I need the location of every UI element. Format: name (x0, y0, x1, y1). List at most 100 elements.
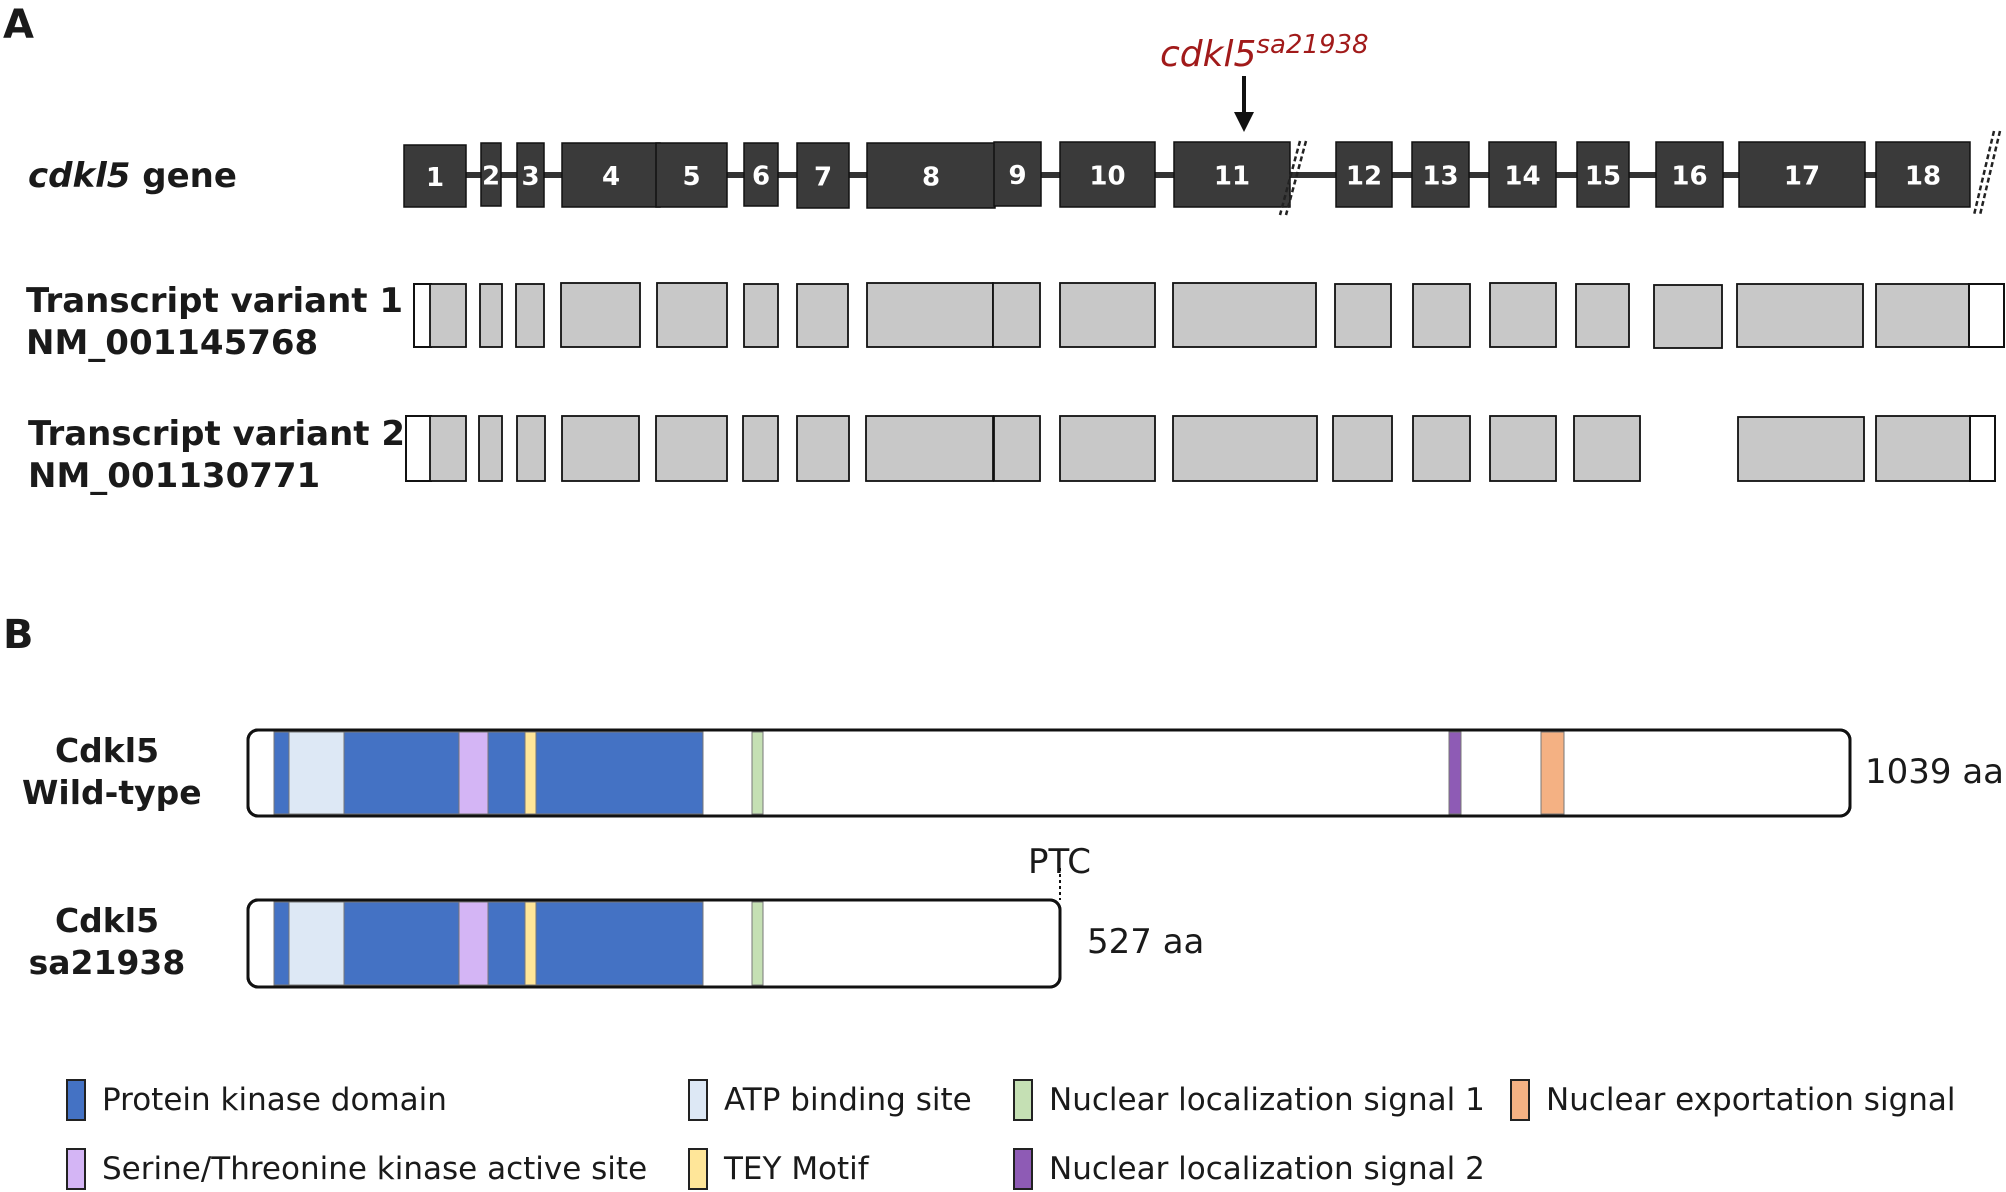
exon-number-12: 12 (1346, 162, 1382, 192)
exon-number-11: 11 (1214, 162, 1250, 192)
legend-label-atp: ATP binding site (724, 1082, 972, 1118)
exon-number-5: 5 (682, 162, 700, 192)
legend-label-nls1: Nuclear localization signal 1 (1049, 1082, 1485, 1118)
tv2-exon-8 (865, 415, 994, 482)
protein-mut-atp-binding-site (288, 901, 345, 986)
legend-label-nes: Nuclear exportation signal (1546, 1082, 1956, 1118)
tv1-exon-10 (1059, 282, 1156, 348)
exon-number-7: 7 (814, 163, 832, 193)
protein-mut-label: Cdkl5 sa21938 (22, 900, 192, 984)
protein-mut-name-2: sa21938 (28, 943, 186, 982)
exon-box-1 (403, 144, 467, 208)
protein-wt-border (246, 728, 1852, 818)
exon-box-17 (1738, 141, 1866, 208)
tv1-exon-14 (1489, 282, 1557, 348)
protein-wt-nes (1540, 731, 1565, 815)
protein-wt-nls1 (751, 731, 764, 815)
break-mark-1 (1278, 140, 1302, 216)
transcript-1-structure (413, 282, 2005, 349)
protein-wt-active-site (458, 731, 489, 815)
tv2-exon-11 (1172, 415, 1318, 482)
exon-number-14: 14 (1504, 162, 1540, 192)
protein-mut-kinase-domain-2 (487, 901, 526, 986)
tv1-exon-16 (1653, 284, 1723, 349)
gene-label-italic: cdkl5 (28, 156, 131, 196)
tv2-exon-2 (478, 415, 503, 482)
exon-box-4 (561, 142, 661, 208)
mutation-gene-name: cdkl5 (1160, 34, 1257, 75)
exon-number-15: 15 (1585, 162, 1621, 192)
exon-box-15 (1576, 141, 1630, 208)
exon-number-3: 3 (521, 162, 539, 192)
legend-label-kinase: Protein kinase domain (102, 1082, 447, 1118)
exon-box-7 (796, 142, 850, 209)
tv2-exon-13 (1412, 415, 1471, 482)
tv2-exon-14 (1489, 415, 1557, 482)
exon-box-8 (866, 142, 996, 209)
tv2-exon-18 (1875, 415, 1971, 482)
exon-box-16 (1655, 141, 1724, 208)
tv2-exon-3 (516, 415, 546, 482)
exon-number-2: 2 (482, 162, 500, 192)
legend-swatch-nls2 (1013, 1148, 1033, 1190)
transcript-2-structure (405, 415, 1996, 482)
tv1-exon-13 (1412, 283, 1471, 348)
protein-wt-nls2 (1448, 731, 1462, 815)
protein-mut-tey-motif (524, 901, 537, 986)
exon-box-11 (1173, 141, 1291, 208)
legend-swatch-atp (688, 1079, 708, 1121)
legend-item-kinase: Protein kinase domain (66, 1077, 447, 1123)
tv1-exon-2 (479, 283, 503, 348)
protein-wt-name-1: Cdkl5 (54, 731, 160, 770)
legend-item-active-site: Serine/Threonine kinase active site (66, 1146, 647, 1192)
exon-number-16: 16 (1671, 162, 1707, 192)
break-mark-3 (1972, 130, 1996, 216)
mutation-arrow-head (1234, 112, 1254, 132)
transcript-1-name: Transcript variant 1 (26, 281, 404, 321)
exon-number-1: 1 (426, 163, 444, 193)
protein-mut-length: 527 aa (1087, 922, 1205, 962)
transcript-1-label: Transcript variant 1 NM_001145768 (26, 280, 403, 364)
exon-number-6: 6 (752, 162, 770, 192)
protein-mut-kinase-start (273, 901, 290, 986)
tv1-utr-3 (1968, 283, 2005, 348)
exon-box-12 (1335, 141, 1393, 208)
protein-wt-atp-binding-site (288, 731, 345, 815)
tv1-exon-11 (1172, 282, 1317, 348)
legend-swatch-nls1 (1013, 1079, 1033, 1121)
tv2-exon-6 (742, 415, 779, 482)
break-mark-2 (1284, 140, 1308, 216)
exon-number-9: 9 (1008, 161, 1026, 191)
protein-mut-kinase-domain-3 (535, 901, 704, 986)
protein-wt-kinase-domain-1 (343, 731, 460, 815)
tv1-utr-5 (413, 283, 432, 348)
panel-a-letter: A (3, 2, 34, 48)
legend-item-nes: Nuclear exportation signal (1510, 1077, 1956, 1123)
exon-box-2 (480, 142, 502, 207)
legend-label-active-site: Serine/Threonine kinase active site (102, 1151, 648, 1187)
legend-swatch-tey (688, 1148, 708, 1190)
tv2-exon-12 (1332, 415, 1393, 482)
exon-box-13 (1411, 141, 1470, 208)
protein-mut-kinase-domain-1 (343, 901, 460, 986)
exon-number-18: 18 (1905, 162, 1941, 192)
protein-wt-kinase-domain-2 (487, 731, 526, 815)
tv1-exon-12 (1334, 283, 1392, 348)
tv1-exon-4 (560, 282, 641, 348)
tv2-exon-4 (561, 415, 640, 482)
tv1-exon-1 (429, 283, 467, 348)
tv2-exon-17 (1737, 416, 1865, 482)
protein-wt-label: Cdkl5 Wild-type (22, 730, 202, 814)
legend-swatch-kinase (66, 1079, 86, 1121)
exon-number-4: 4 (602, 162, 620, 192)
tv2-exon-15 (1573, 415, 1641, 482)
protein-mut-name-1: Cdkl5 (54, 901, 160, 940)
gene-label-rest: gene (130, 156, 237, 196)
tv1-exon-6 (743, 283, 779, 348)
tv1-exon-9 (992, 282, 1041, 348)
tv1-exon-3 (515, 283, 545, 348)
tv2-utr-3 (1969, 415, 1996, 482)
